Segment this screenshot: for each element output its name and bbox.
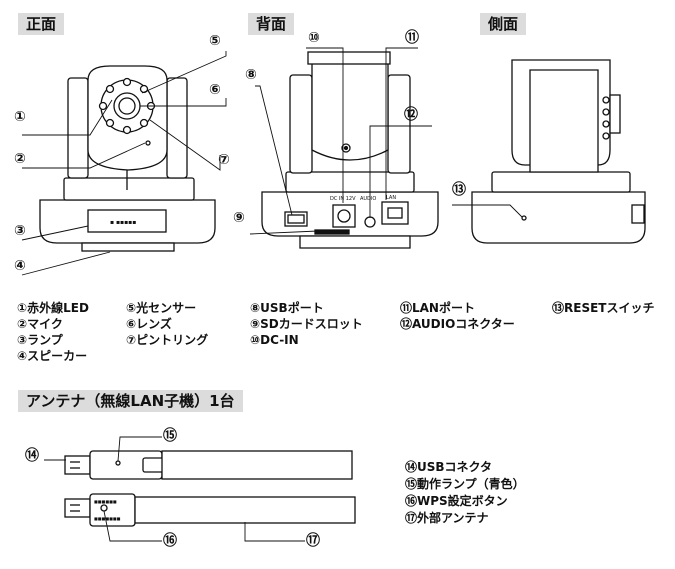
svg-text:▪ ▪▪▪▪▪: ▪ ▪▪▪▪▪: [110, 219, 136, 226]
callout-2: ②: [14, 151, 26, 167]
callout-7: ⑦: [218, 152, 230, 168]
callout-8: ⑧: [245, 67, 257, 83]
header-back: 背面: [248, 13, 295, 35]
svg-text:AUDIO: AUDIO: [360, 196, 376, 202]
svg-text:LAN: LAN: [386, 195, 396, 201]
legend-item: ③ランプ: [17, 333, 63, 347]
header-front: 正面: [18, 13, 65, 35]
legend-item: ①赤外線LED: [17, 301, 89, 315]
back-camera-illustration: DC IN 12V AUDIO LAN: [261, 51, 439, 249]
callout-9: ⑨: [233, 210, 245, 226]
antenna-bottom-illustration: ■■■■■■ ■■■■■■■: [64, 493, 356, 527]
callout-16: ⑯: [163, 533, 177, 549]
svg-text:■■■■■■■: ■■■■■■■: [94, 516, 121, 521]
header-side: 側面: [480, 13, 527, 35]
legend-item: ⑬RESETスイッチ: [552, 301, 655, 315]
legend-item: ⑩DC-IN: [250, 333, 299, 347]
leader-lines: [21, 47, 523, 542]
legend-item: ⑯WPS設定ボタン: [405, 494, 508, 508]
callout-15: ⑮: [163, 428, 177, 444]
callout-4: ④: [14, 258, 26, 274]
front-camera-illustration: ▪ ▪▪▪▪▪: [39, 65, 216, 252]
callout-1: ①: [14, 109, 26, 125]
legend-item: ⑪LANポート: [400, 301, 475, 315]
legend-item: ⑥レンズ: [126, 317, 172, 331]
callout-6: ⑥: [209, 82, 221, 98]
callout-11: ⑪: [405, 30, 419, 46]
callout-3: ③: [14, 223, 26, 239]
callout-14: ⑭: [25, 448, 39, 464]
legend-item: ⑰外部アンテナ: [405, 511, 489, 525]
callout-13: ⑬: [452, 182, 466, 198]
legend-item: ④スピーカー: [17, 349, 88, 363]
legend-item: ⑧USBポート: [250, 301, 324, 315]
side-camera-illustration: [471, 59, 646, 244]
legend-item: ②マイク: [17, 317, 63, 331]
legend-item: ⑤光センサー: [126, 301, 197, 315]
legend-item: ⑦ピントリング: [126, 333, 209, 347]
callout-10: ⑩: [308, 30, 320, 46]
antenna-top-illustration: [64, 450, 353, 480]
header-antenna: アンテナ（無線LAN子機）1台: [18, 390, 243, 412]
callout-17: ⑰: [306, 533, 320, 549]
legend-item: ⑮動作ランプ（青色）: [405, 477, 525, 491]
callout-5: ⑤: [209, 33, 221, 49]
legend-item: ⑭USBコネクタ: [405, 460, 493, 474]
legend-item: ⑨SDカードスロット: [250, 317, 363, 331]
svg-text:■■■■■■: ■■■■■■: [94, 499, 117, 504]
callout-12: ⑫: [404, 107, 418, 123]
legend-item: ⑫AUDIOコネクター: [400, 317, 515, 331]
